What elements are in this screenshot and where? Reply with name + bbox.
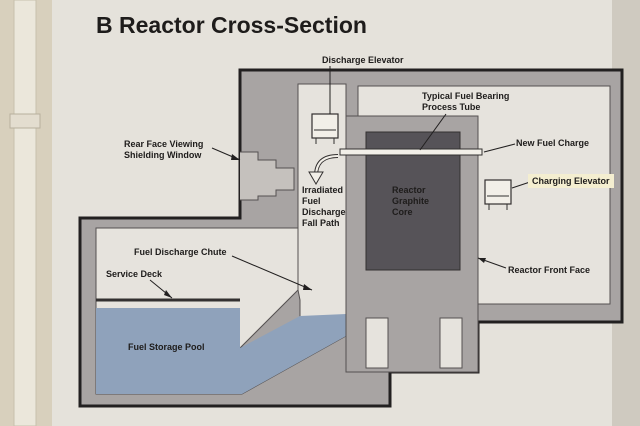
wall-pipe [13,0,37,426]
label-fuel-storage-pool: Fuel Storage Pool [128,342,205,352]
label-reactor-core-3: Core [392,207,413,217]
label-fuel-discharge-chute: Fuel Discharge Chute [134,247,227,257]
label-fall-path-2: Fuel [302,196,321,206]
page-title: B Reactor Cross-Section [96,12,367,38]
lower-opening-right [439,317,463,369]
label-process-tube-2: Process Tube [422,102,480,112]
charging-elevator-icon [484,179,512,210]
fuel-storage-pool-water [96,308,346,394]
fuel-process-tube [339,148,483,156]
fall-arrow-icon [308,154,339,185]
label-service-deck: Service Deck [106,269,163,279]
label-charging-elevator: Charging Elevator [532,176,610,186]
label-fall-path-4: Fall Path [302,218,340,228]
lower-opening-left [365,317,389,369]
leader-charging-elevator [511,181,531,189]
label-rear-face-1: Rear Face Viewing [124,139,203,149]
discharge-elevator-icon [311,113,339,144]
arrowhead-front-face [478,258,486,263]
rear-face-shielding-window [240,151,295,201]
label-fall-path-3: Discharge [302,207,346,217]
wall-pipe-clamp [9,113,41,129]
label-reactor-front-face: Reactor Front Face [508,265,590,275]
label-fall-path-1: Irradiated [302,185,343,195]
leader-process-tube [419,113,447,151]
arrowhead-rear-face [231,154,240,160]
leader-discharge-chute [231,255,313,291]
label-reactor-core-2: Graphite [392,196,429,206]
label-reactor-core-1: Reactor [392,185,426,195]
label-rear-face-2: Shielding Window [124,150,202,160]
arrowhead-service-deck [164,290,172,298]
charging-elevator-highlight [528,174,614,188]
label-process-tube-1: Typical Fuel Bearing [422,91,509,101]
leader-new-fuel-charge [483,143,516,153]
label-new-fuel-charge: New Fuel Charge [516,138,589,148]
arrowhead-discharge-chute [303,284,312,290]
label-discharge-elevator: Discharge Elevator [322,55,404,65]
